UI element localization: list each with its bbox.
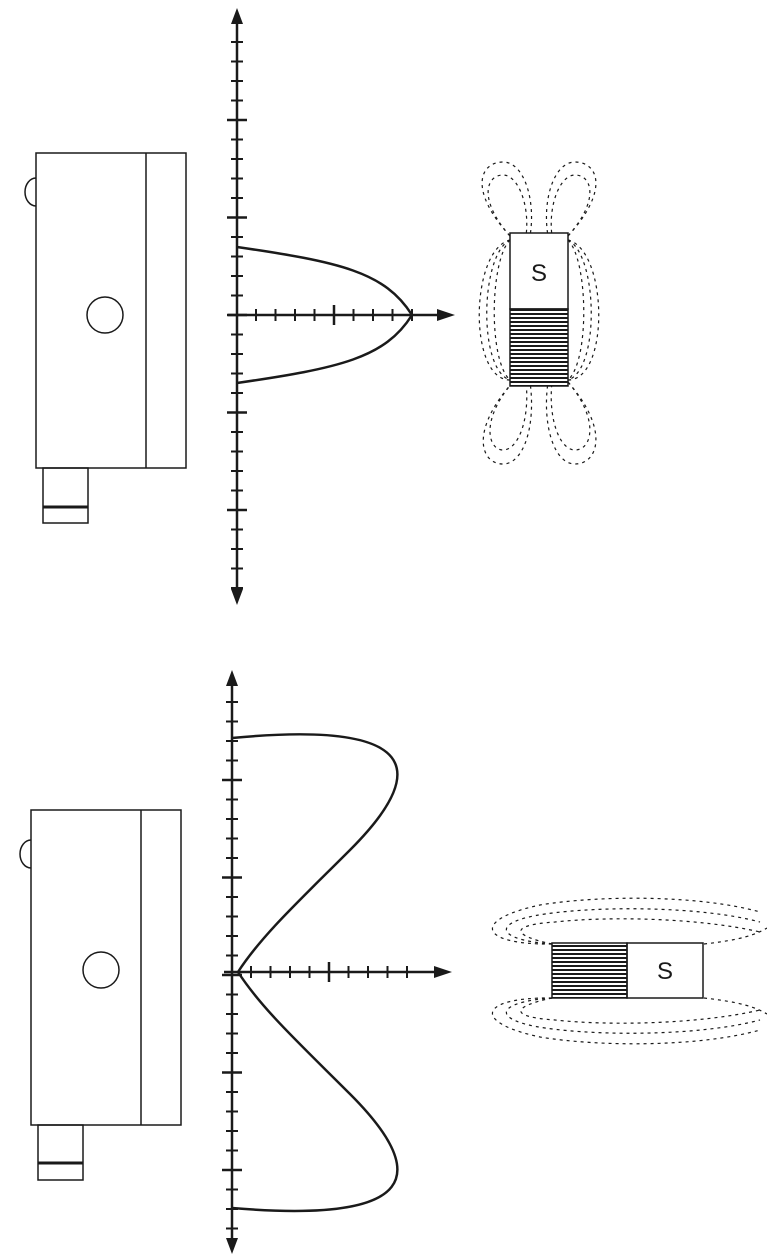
field-line	[505, 908, 761, 945]
field-line	[550, 381, 591, 451]
bottom-sensor-led	[82, 951, 120, 989]
top-axis-up-arrow	[231, 8, 243, 24]
field-line	[492, 997, 761, 1045]
top-vertical-ticks	[227, 41, 247, 589]
field-line	[520, 997, 761, 1024]
bottom-sensor-body	[30, 809, 182, 1126]
field-line	[703, 997, 767, 1015]
bottom-magnet-field	[492, 897, 767, 1045]
bottom-detection-curve-lower	[231, 971, 399, 1213]
top-axis-down-arrow	[231, 589, 243, 605]
top-horizontal-ticks	[255, 305, 413, 325]
field-line	[567, 239, 585, 381]
top-axes	[227, 8, 455, 605]
top-sensor-knob	[24, 177, 37, 207]
bottom-magnet-label: S	[657, 958, 673, 985]
top-magnet-north-pole	[509, 308, 569, 387]
field-line	[482, 381, 533, 465]
bottom-horizontal-ticks	[250, 962, 408, 982]
top-magnet-field	[478, 161, 600, 465]
field-line	[489, 381, 528, 451]
top-sensor	[24, 152, 187, 524]
field-line	[487, 174, 528, 237]
top-magnet-label: S	[531, 260, 547, 287]
top-axis-right-arrow	[437, 309, 455, 321]
field-line	[493, 239, 511, 381]
bottom-panel: S	[19, 670, 767, 1254]
top-sensor-led	[86, 296, 124, 334]
bottom-magnet-north-pole	[551, 942, 628, 999]
bottom-axis-up-arrow	[226, 670, 238, 686]
bottom-magnet: S	[551, 942, 704, 999]
bottom-vertical-ticks	[222, 701, 242, 1230]
field-line	[545, 381, 597, 465]
bottom-sensor	[19, 809, 182, 1181]
field-line	[567, 239, 592, 381]
field-line	[505, 997, 761, 1034]
field-line	[492, 897, 761, 945]
field-line	[703, 927, 767, 945]
field-line	[550, 174, 591, 237]
top-sensor-connector	[42, 467, 89, 524]
top-sensor-body	[35, 152, 187, 469]
field-line	[486, 239, 511, 381]
bottom-magnet-south-pole	[626, 942, 704, 999]
bottom-axis-down-arrow	[226, 1238, 238, 1254]
bottom-sensor-connector	[37, 1124, 84, 1181]
field-line	[481, 161, 533, 237]
bottom-axes	[222, 670, 452, 1254]
field-line	[567, 239, 600, 381]
field-line	[520, 918, 761, 945]
bottom-axis-right-arrow	[434, 966, 452, 978]
bottom-sensor-knob	[19, 839, 32, 869]
field-line	[478, 239, 511, 381]
bottom-detection-curve-upper	[231, 733, 399, 973]
top-magnet: S	[509, 232, 569, 387]
top-panel: S	[24, 8, 600, 605]
field-line	[545, 161, 597, 237]
top-detection-curve	[236, 245, 414, 385]
